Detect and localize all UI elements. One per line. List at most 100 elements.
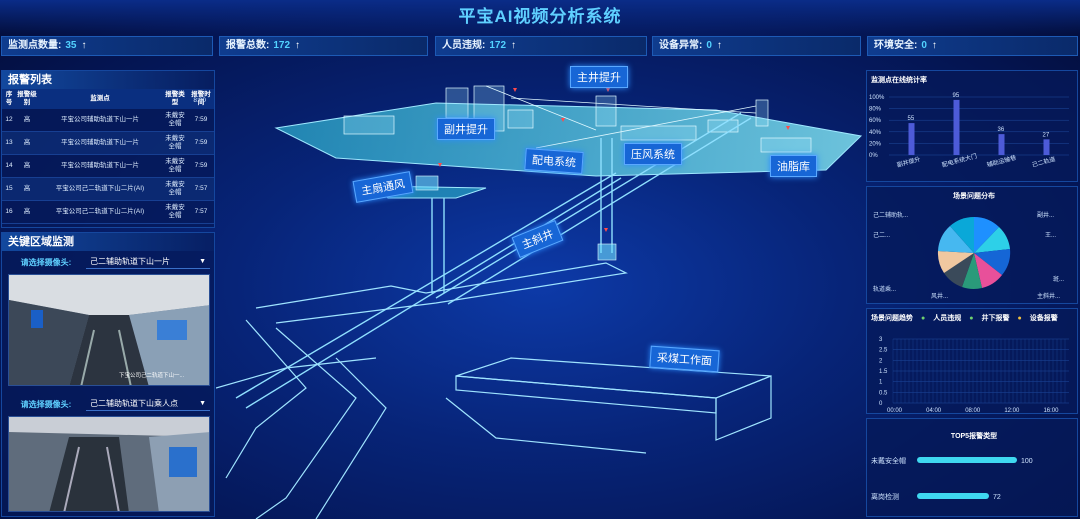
pie-slice bbox=[974, 253, 1002, 288]
y-tick-label: 40% bbox=[869, 130, 882, 136]
bar bbox=[908, 123, 915, 155]
x-tick-label: 16:00 bbox=[1043, 408, 1059, 414]
x-tick-label: 己二轨道 bbox=[1031, 155, 1056, 169]
stat-device-abnormal: 设备异常:0↑ bbox=[652, 36, 861, 56]
legend-dot: ● bbox=[921, 314, 926, 322]
svg-text:轨道乘...: 轨道乘... bbox=[873, 285, 896, 293]
svg-text:主斜井...: 主斜井... bbox=[1037, 292, 1060, 300]
stat-personnel-violation: 人员违规:172↑ bbox=[435, 36, 647, 56]
scene-distribution-panel: 场景问题分布 己二辅助轨... 己二... 副井... 王... 斑... 主斜… bbox=[866, 186, 1078, 304]
stat-monitor-points: 监测点数量:35↑ bbox=[1, 36, 213, 56]
y-tick-label: 0.5 bbox=[879, 390, 888, 396]
y-tick-label: 0 bbox=[879, 401, 883, 407]
svg-text:己二辅助轨...: 己二辅助轨... bbox=[873, 211, 908, 219]
x-tick-label: 00:00 bbox=[887, 408, 903, 414]
category-label: 离岗检测 bbox=[871, 492, 899, 501]
alarm-list-title: 报警列表 bbox=[2, 71, 214, 89]
y-tick-label: 100% bbox=[869, 95, 885, 101]
y-tick-label: 0% bbox=[869, 153, 878, 159]
stat-env-safety: 环境安全:0↑ bbox=[867, 36, 1078, 56]
data-label: 100 bbox=[1021, 458, 1033, 465]
y-tick-label: 20% bbox=[869, 141, 882, 147]
chevron-down-icon: ▼ bbox=[199, 400, 206, 407]
top-time: 8:00 bbox=[193, 97, 206, 104]
bar bbox=[953, 99, 960, 155]
bar bbox=[917, 457, 1017, 463]
data-label: 72 bbox=[993, 494, 1001, 501]
arrow-up-icon: ↑ bbox=[81, 40, 87, 51]
pie-slice bbox=[938, 226, 974, 253]
x-tick-label: 12:00 bbox=[1004, 408, 1020, 414]
y-tick-label: 60% bbox=[869, 118, 882, 124]
distribution-pie: 己二辅助轨... 己二... 副井... 王... 斑... 主斜井... 风井… bbox=[873, 211, 1064, 300]
app-title: 平宝AI视频分析系统 bbox=[0, 0, 1080, 34]
camera-feed-2[interactable] bbox=[8, 416, 210, 512]
top5-panel: TOP5报警类型 未戴安全帽 100 离岗检测 72 bbox=[866, 418, 1078, 517]
label-power[interactable]: 配电系统 bbox=[524, 148, 584, 174]
label-compressor[interactable]: 压风系统 bbox=[624, 143, 682, 165]
trend-title: 场景问题趋势 bbox=[871, 315, 913, 322]
pie-slice bbox=[937, 251, 974, 273]
distribution-title: 场景问题分布 bbox=[953, 193, 995, 200]
top5-title: TOP5报警类型 bbox=[950, 433, 998, 440]
bar bbox=[917, 493, 989, 499]
key-area-panel: 关键区域监测 请选择摄像头: 己二辅助轨道下山一片▼ 下宝公司己二轨道下山一..… bbox=[1, 232, 215, 517]
y-tick-label: 2 bbox=[879, 358, 883, 364]
data-label: 55 bbox=[908, 116, 915, 122]
data-label: 36 bbox=[998, 127, 1005, 133]
arrow-up-icon: ↑ bbox=[931, 40, 937, 51]
y-tick-label: 80% bbox=[869, 107, 882, 113]
camera-feed-1[interactable]: 下宝公司己二轨道下山一... bbox=[8, 274, 210, 386]
label-aux-shaft[interactable]: 副井提升 bbox=[437, 118, 495, 140]
stat-alarm-total: 报警总数:172↑ bbox=[219, 36, 428, 56]
legend-dot: ● bbox=[1017, 314, 1022, 322]
pie-slice bbox=[944, 253, 974, 287]
y-tick-label: 1.5 bbox=[879, 369, 888, 375]
data-label: 27 bbox=[1043, 132, 1050, 138]
svg-text:斑...: 斑... bbox=[1053, 276, 1064, 283]
svg-text:风井...: 风井... bbox=[931, 292, 948, 300]
pie-slice bbox=[974, 249, 1011, 275]
top5-chart: 未戴安全帽 100 离岗检测 72 bbox=[871, 456, 1033, 501]
legend-dot: ● bbox=[969, 314, 974, 322]
y-tick-label: 2.5 bbox=[879, 348, 888, 354]
label-face[interactable]: 采煤工作面 bbox=[649, 345, 720, 373]
mine-3d-map bbox=[216, 85, 863, 519]
category-label: 未戴安全帽 bbox=[871, 456, 906, 465]
x-tick-label: 04:00 bbox=[926, 408, 942, 414]
bar bbox=[1043, 139, 1050, 155]
pie-slice bbox=[974, 227, 1010, 253]
data-label: 95 bbox=[953, 93, 960, 99]
arrow-up-icon: ↑ bbox=[716, 40, 722, 51]
svg-text:己二...: 己二... bbox=[873, 232, 890, 239]
x-tick-label: 辅助运输巷 bbox=[986, 153, 1017, 168]
label-oil[interactable]: 油脂库 bbox=[770, 155, 817, 177]
bar bbox=[998, 134, 1005, 155]
chevron-down-icon: ▼ bbox=[199, 258, 206, 265]
arrow-up-icon: ↑ bbox=[511, 40, 517, 51]
camera-select-1[interactable]: 请选择摄像头: 己二辅助轨道下山一片▼ bbox=[6, 254, 210, 270]
camera-caption: 下宝公司己二轨道下山一... bbox=[119, 373, 185, 379]
camera-select-2[interactable]: 请选择摄像头: 己二辅助轨道下山乘人点▼ bbox=[6, 396, 210, 412]
svg-text:王...: 王... bbox=[1045, 232, 1056, 239]
x-tick-label: 08:00 bbox=[965, 408, 981, 414]
y-tick-label: 3 bbox=[879, 337, 883, 343]
key-area-title: 关键区域监测 bbox=[2, 233, 214, 251]
online-rate-chart: 100%80%60%40%20%0%55副井提升95配电系统大门36辅助运输巷2… bbox=[869, 93, 1069, 169]
pie-slice bbox=[962, 253, 982, 289]
pie-slice bbox=[974, 216, 999, 253]
pie-slice bbox=[950, 216, 974, 253]
label-main-shaft[interactable]: 主井提升 bbox=[570, 66, 628, 88]
x-tick-label: 副井提升 bbox=[896, 155, 921, 169]
